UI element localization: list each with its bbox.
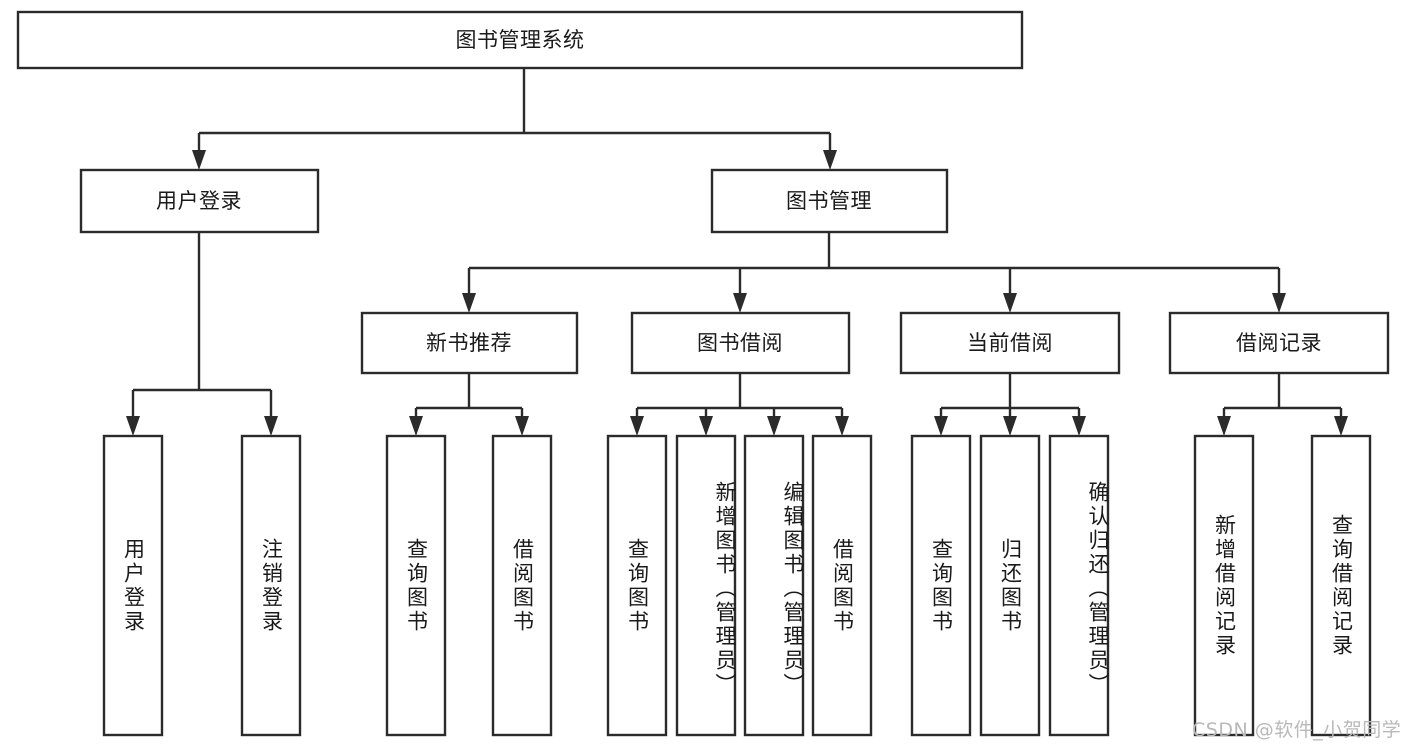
node-user-login-box[interactable]: [79, 168, 320, 234]
arrow-to-leaf-borrow-book-a: [515, 416, 529, 436]
leaf-box-borrow-book-a[interactable]: [491, 434, 553, 737]
leaf-box-user-login[interactable]: [102, 434, 164, 737]
connector-root-to-level2: [192, 68, 837, 170]
node-new-book-recommend-box[interactable]: [360, 311, 579, 375]
node-borrow-record[interactable]: 借阅记录: [1168, 311, 1390, 375]
arrow-to-leaf-user-login: [126, 416, 140, 436]
node-root[interactable]: 图书管理系统: [16, 10, 1024, 70]
connector-book-manage-to-level3: [462, 232, 1286, 313]
leaf-box-add-book[interactable]: [675, 434, 737, 737]
arrow-to-new-book: [462, 293, 476, 313]
leaf-box-return-book[interactable]: [979, 434, 1041, 737]
arrow-to-leaf-borrow-book-b: [835, 416, 849, 436]
leaf-box-query-record[interactable]: [1310, 434, 1372, 737]
node-user-login-label: 用户登录: [156, 189, 242, 213]
node-book-manage[interactable]: 图书管理: [710, 168, 949, 234]
node-root-label: 图书管理系统: [456, 28, 585, 52]
arrow-to-user-login: [192, 150, 206, 170]
node-book-manage-label: 图书管理: [786, 189, 872, 213]
connector-book-borrow-to-leaves: [630, 373, 849, 436]
arrow-to-leaf-return-book: [1003, 416, 1017, 436]
arrow-to-book-borrow: [733, 293, 747, 313]
node-current-borrow-box[interactable]: [899, 311, 1121, 375]
leaf-box-logout[interactable]: [240, 434, 302, 737]
csdn-watermark: CSDN @软件_小贺同学: [1192, 719, 1402, 741]
arrow-to-borrow-record: [1272, 293, 1286, 313]
arrow-to-current-borrow: [1003, 293, 1017, 313]
connector-new-book-to-leaves: [409, 373, 529, 436]
node-user-login[interactable]: 用户登录: [79, 168, 320, 234]
arrow-to-leaf-add-record: [1217, 416, 1231, 436]
arrow-to-leaf-add-book: [699, 416, 713, 436]
leaf-box-edit-book[interactable]: [743, 434, 805, 737]
node-borrow-record-label: 借阅记录: [1236, 331, 1322, 355]
arrow-to-leaf-query-book-b: [630, 416, 644, 436]
node-new-book-recommend-label: 新书推荐: [426, 331, 512, 355]
arrow-to-leaf-logout: [264, 416, 278, 436]
arrow-to-book-manage: [823, 150, 837, 170]
arrow-to-leaf-edit-book: [767, 416, 781, 436]
node-new-book-recommend[interactable]: 新书推荐: [360, 311, 579, 375]
node-book-borrow-label: 图书借阅: [697, 331, 783, 355]
arrow-to-leaf-query-book-a: [409, 416, 423, 436]
node-current-borrow[interactable]: 当前借阅: [899, 311, 1121, 375]
connector-current-borrow-to-leaves: [934, 373, 1086, 436]
leaf-box-query-book-c[interactable]: [910, 434, 972, 737]
node-current-borrow-label: 当前借阅: [967, 331, 1053, 355]
leaf-box-confirm-return[interactable]: [1048, 434, 1110, 737]
leaf-box-query-book-a[interactable]: [385, 434, 447, 737]
leaf-box-add-record[interactable]: [1193, 434, 1255, 737]
connector-user-login-to-leaves: [126, 232, 278, 436]
arrow-to-leaf-query-record: [1334, 416, 1348, 436]
leaf-box-borrow-book-b[interactable]: [811, 434, 873, 737]
arrow-to-leaf-query-book-c: [934, 416, 948, 436]
connector-borrow-record-to-leaves: [1217, 373, 1348, 436]
leaf-box-query-book-b[interactable]: [606, 434, 668, 737]
node-root-box[interactable]: [16, 10, 1024, 70]
node-book-borrow[interactable]: 图书借阅: [630, 311, 851, 375]
arrow-to-leaf-confirm-return: [1072, 416, 1086, 436]
